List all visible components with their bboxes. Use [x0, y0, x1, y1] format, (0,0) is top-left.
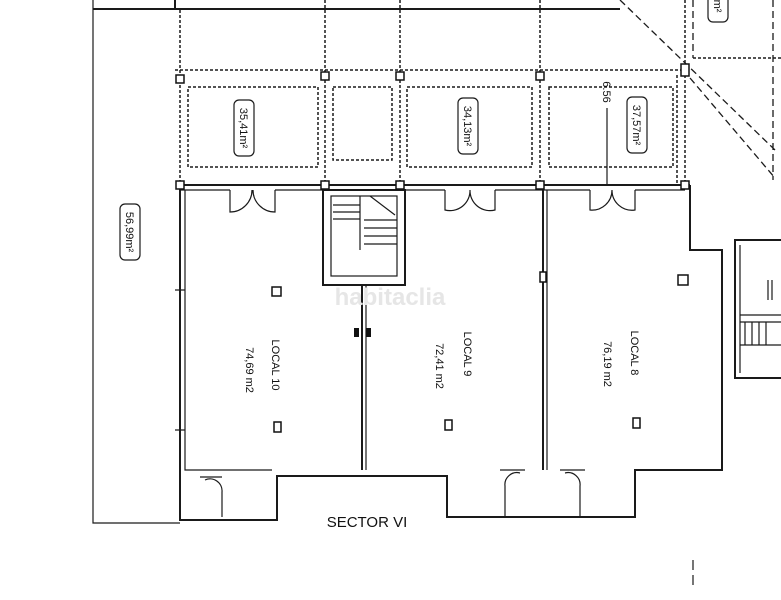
unit-area: 74,69 m2: [243, 347, 255, 393]
party-walls: [361, 185, 544, 470]
unit-local-9: LOCAL 9 72,41 m2: [433, 332, 473, 389]
side-area-label: 56,99m²: [123, 212, 135, 253]
doors: [200, 189, 636, 517]
parking-spaces: [187, 75, 678, 185]
parking-area-4: m²: [711, 0, 723, 13]
sector-label: SECTOR VI: [327, 514, 408, 531]
unit-local-8: LOCAL 8 76,19 m2: [601, 331, 640, 387]
unit-area: 76,19 m2: [601, 341, 613, 387]
structural-grid: [175, 0, 781, 185]
parking-area-1: 35,41m²: [237, 108, 249, 149]
unit-name: LOCAL 9: [461, 332, 473, 377]
unit-name: LOCAL 8: [628, 331, 640, 376]
unit-name: LOCAL 10: [269, 340, 281, 391]
parking-area-3: 37,57m²: [630, 105, 642, 146]
parking-area-labels: 35,41m² 34,13m² 37,57m² m² 56,99m²: [119, 0, 729, 261]
parking-area-2: 34,13m²: [461, 106, 473, 147]
staircase: [322, 189, 406, 286]
site-boundary: [92, 0, 180, 524]
dimension-label: 6.56: [600, 81, 612, 102]
top-boundary: [93, 0, 620, 10]
shop-perimeter: [179, 185, 723, 521]
adjoining-building: [734, 239, 781, 379]
unit-area: 72,41 m2: [433, 343, 445, 389]
unit-local-10: LOCAL 10 74,69 m2: [243, 340, 281, 393]
watermark: habitaclia: [335, 284, 446, 311]
columns: [175, 63, 690, 433]
